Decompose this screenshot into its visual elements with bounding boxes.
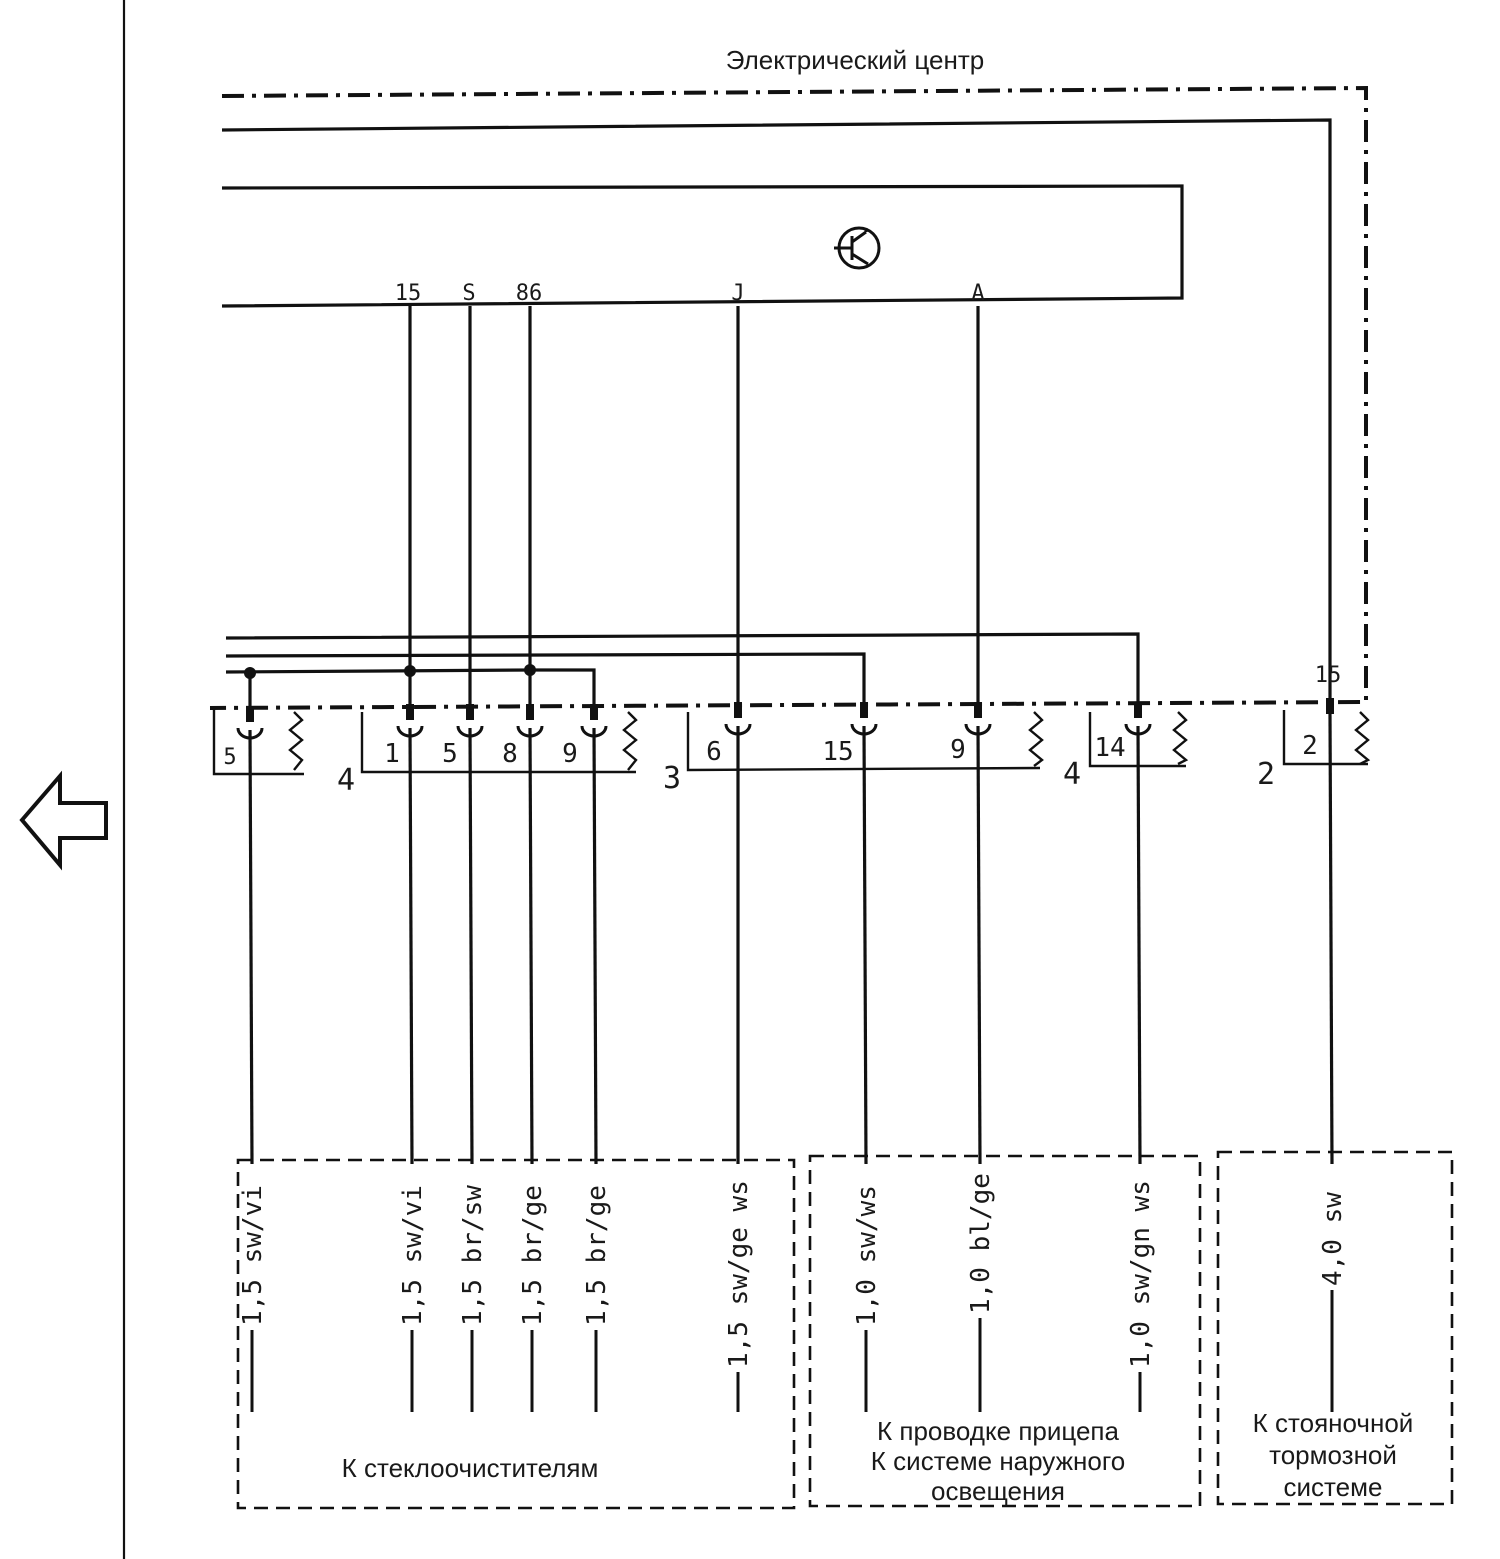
wire-label: 4,0 sw [1318, 1192, 1348, 1412]
outgoing-wire [592, 727, 598, 1165]
connector-pin-label: 8 [502, 739, 518, 769]
connector-housing [212, 708, 1368, 776]
module-pin-label: 86 [516, 281, 543, 306]
destination-caption-trailer: освещения [931, 1476, 1065, 1506]
connector-pin-label: 1 [384, 739, 400, 769]
svg-text:1,5 sw/vi: 1,5 sw/vi [238, 1185, 268, 1326]
module-pin-label: S [462, 281, 475, 306]
outgoing-wire [248, 729, 254, 1165]
svg-text:1,0 sw/ws: 1,0 sw/ws [852, 1185, 882, 1326]
wire-label: 1,5 sw/vi [238, 1185, 268, 1412]
outgoing-wire [1328, 713, 1334, 1165]
internal-wire-top [221, 118, 1332, 708]
wire-label: 1,5 br/sw [458, 1185, 488, 1412]
destination-box-parking-brake [1216, 1150, 1454, 1506]
destination-caption-trailer: К проводке прицепа [877, 1416, 1120, 1446]
destination-caption-wipers: К стеклоочистителям [342, 1453, 599, 1483]
connector-group-label: 2 [1257, 757, 1275, 792]
module-pin-label: A [971, 281, 984, 306]
destination-box-trailer [808, 1154, 1202, 1508]
wire-label: 1,5 br/ge [582, 1185, 612, 1412]
outgoing-wire [976, 725, 982, 1165]
zigzag-marker [288, 711, 1371, 771]
electrical-center-boundary [209, 85, 1368, 710]
roof-pin-label: 15 [1315, 663, 1342, 688]
connector-pin-label: 2 [1302, 731, 1318, 761]
connector-pin-label: 9 [562, 739, 578, 769]
bus-line [225, 668, 531, 674]
connector-pin-label: 15 [822, 737, 853, 767]
connector-group-label: 4 [1063, 757, 1081, 792]
connector-group-label: 4 [337, 763, 355, 798]
destination-caption-trailer: К системе наружного [871, 1446, 1125, 1476]
module-pin-label: J [731, 281, 744, 306]
socket-icon [236, 723, 1152, 740]
connector-pin-label: 5 [223, 745, 236, 770]
outgoing-wire [1136, 725, 1142, 1165]
bus-line [225, 652, 866, 708]
svg-text:1,5 sw/vi: 1,5 sw/vi [398, 1185, 428, 1326]
svg-text:1,0 bl/ge: 1,0 bl/ge [966, 1173, 996, 1314]
svg-text:1,5 br/ge: 1,5 br/ge [582, 1185, 612, 1326]
outgoing-wire [468, 727, 474, 1165]
connector-pin-label: 9 [950, 735, 966, 765]
svg-text:4,0 sw: 4,0 sw [1318, 1192, 1348, 1286]
wire-label: 1,0 sw/gn ws [1126, 1180, 1156, 1412]
outgoing-wire [862, 725, 868, 1165]
continuation-arrow-icon [19, 770, 108, 871]
destination-box-wipers [236, 1158, 796, 1510]
wire-label: 1,0 sw/ws [852, 1185, 882, 1412]
pin-contact [246, 698, 1334, 722]
diagram-title: Электрический центр [726, 45, 984, 75]
wire-label: 1,5 br/ge [518, 1185, 548, 1412]
svg-text:1,5 sw/ge ws: 1,5 sw/ge ws [724, 1180, 754, 1368]
destination-caption-parking-brake: системе [1284, 1472, 1383, 1502]
module-pin-label: 15 [395, 281, 422, 306]
control-module-outline [221, 184, 1184, 308]
svg-text:1,0 sw/gn ws: 1,0 sw/gn ws [1126, 1180, 1156, 1368]
connector-pin-label: 6 [706, 737, 722, 767]
outgoing-wire [408, 727, 414, 1165]
svg-text:1,5 br/sw: 1,5 br/sw [458, 1185, 488, 1326]
destination-caption-parking-brake: тормозной [1269, 1440, 1397, 1470]
wire-label: 1,0 bl/ge [966, 1173, 996, 1412]
wire-label: 1,5 sw/vi [398, 1185, 428, 1412]
outgoing-wire [528, 727, 534, 1165]
svg-text:1,5 br/ge: 1,5 br/ge [518, 1185, 548, 1326]
connector-pin-label: 14 [1094, 733, 1125, 763]
destination-caption-parking-brake: К стояночной [1253, 1408, 1414, 1438]
connector-pin-label: 5 [442, 739, 458, 769]
bus-line [530, 668, 596, 708]
wire-label: 1,5 sw/ge ws [724, 1180, 754, 1412]
connector-group-label: 3 [663, 761, 681, 796]
transistor-icon [834, 226, 881, 270]
